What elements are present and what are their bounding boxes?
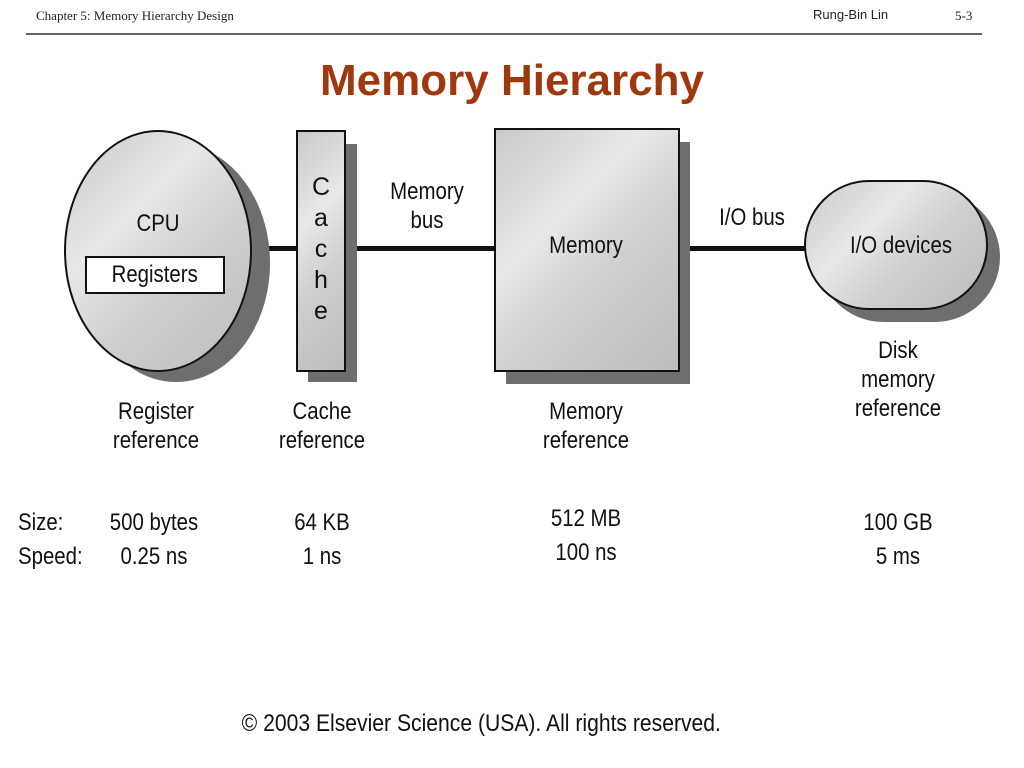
- memory-size: 512 MB: [550, 505, 622, 532]
- size-row-label: Size:: [18, 509, 64, 536]
- memory-box: [494, 128, 680, 372]
- cache-letter: h: [314, 266, 328, 294]
- cpu-label: CPU: [136, 210, 180, 237]
- register-speed: 0.25 ns: [120, 543, 188, 570]
- memory-bus-label: Memory bus: [380, 178, 474, 236]
- disk-metrics: 100 GB 5 ms: [838, 506, 958, 574]
- cache-letter: a: [314, 204, 328, 232]
- cache-metrics: 64 KB 1 ns: [262, 506, 382, 574]
- cache-box: [296, 130, 346, 372]
- io-devices-shape: [804, 180, 988, 310]
- memory-speed: 100 ns: [555, 539, 617, 566]
- register-size: 500 bytes: [109, 509, 199, 536]
- memory-bus-label-line1: Memory: [390, 178, 464, 205]
- memory-bus-label-line2: bus: [410, 206, 444, 234]
- cache-letter: c: [314, 235, 328, 263]
- header-chapter: Chapter 5: Memory Hierarchy Design: [36, 8, 234, 23]
- io-bus-line: [678, 246, 806, 251]
- copyright-notice: © 2003 Elsevier Science (USA). All right…: [241, 710, 721, 737]
- register-metrics: 500 bytes 0.25 ns: [92, 506, 216, 574]
- header-divider: [26, 33, 982, 35]
- cpu-circle: [64, 130, 252, 372]
- registers-box: Registers: [85, 256, 225, 294]
- memory-label: Memory: [549, 232, 623, 259]
- slide-title: Memory Hierarchy: [320, 56, 704, 105]
- speed-row-label: Speed:: [18, 543, 83, 570]
- disk-size: 100 GB: [863, 509, 933, 536]
- registers-label: Registers: [111, 261, 199, 288]
- header-page-number: 5-3: [955, 8, 973, 23]
- cache-size: 64 KB: [294, 509, 350, 536]
- cache-vertical-label: C a c h e: [297, 172, 345, 327]
- io-bus-label: I/O bus: [719, 204, 785, 231]
- row-labels: Size: Speed:: [18, 506, 108, 574]
- cpu-cache-connector: [248, 246, 300, 251]
- header-author: Rung-Bin Lin: [813, 7, 889, 22]
- memory-bus-line: [344, 246, 498, 251]
- cache-letter: C: [311, 173, 331, 201]
- io-devices-label: I/O devices: [849, 232, 953, 259]
- cache-letter: e: [314, 297, 328, 325]
- memory-metrics: 512 MB 100 ns: [526, 502, 646, 570]
- cache-speed: 1 ns: [302, 543, 342, 570]
- disk-speed: 5 ms: [875, 543, 921, 570]
